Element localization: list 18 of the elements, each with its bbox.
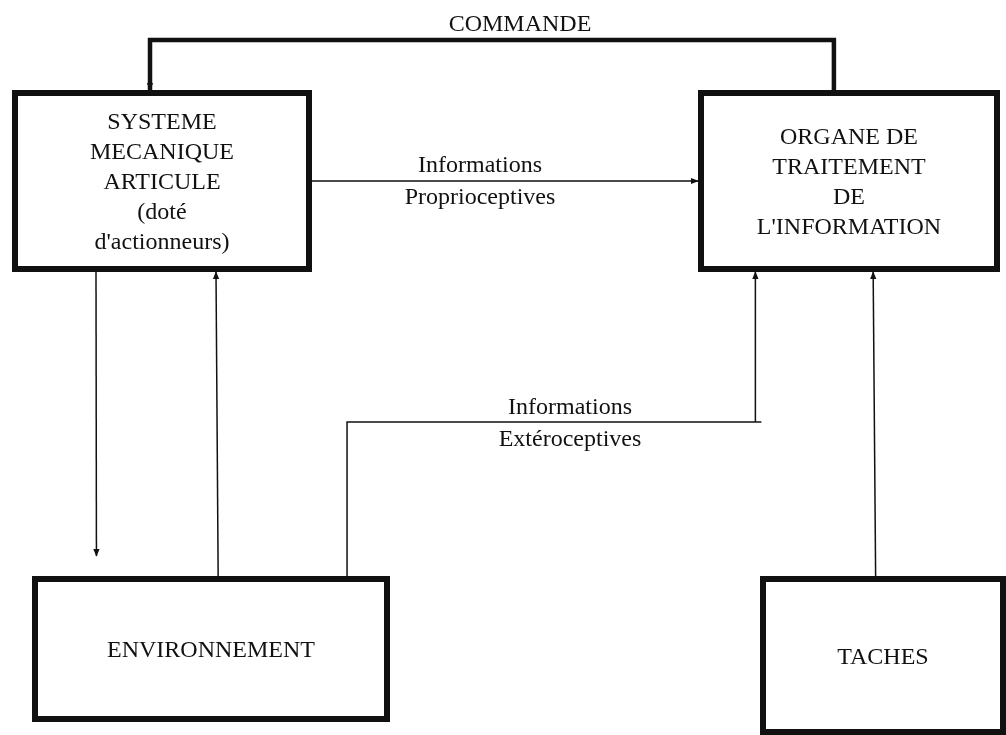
arrow [93, 271, 100, 557]
edge-label: Informations Proprioceptives [403, 150, 557, 211]
arrow [870, 271, 877, 577]
box-label: SYSTEME MECANIQUE ARTICULE [89, 107, 235, 196]
box-label: TACHES [837, 641, 929, 671]
arrow [146, 37, 837, 91]
arrow [311, 177, 699, 185]
process-box [698, 90, 1000, 272]
arrow [212, 271, 220, 577]
box-label: (doté d'actionneurs) [93, 197, 231, 256]
edge-label: COMMANDE [447, 9, 593, 38]
arrow [346, 271, 763, 577]
process-box [32, 576, 390, 722]
box-label: ENVIRONNEMENT [107, 635, 315, 664]
box-label: ORGANE DE TRAITEMENT DE L'INFORMATION [755, 122, 943, 241]
process-box [12, 90, 312, 272]
edge-label: Informations Extéroceptives [497, 392, 643, 453]
process-box [760, 576, 1006, 735]
